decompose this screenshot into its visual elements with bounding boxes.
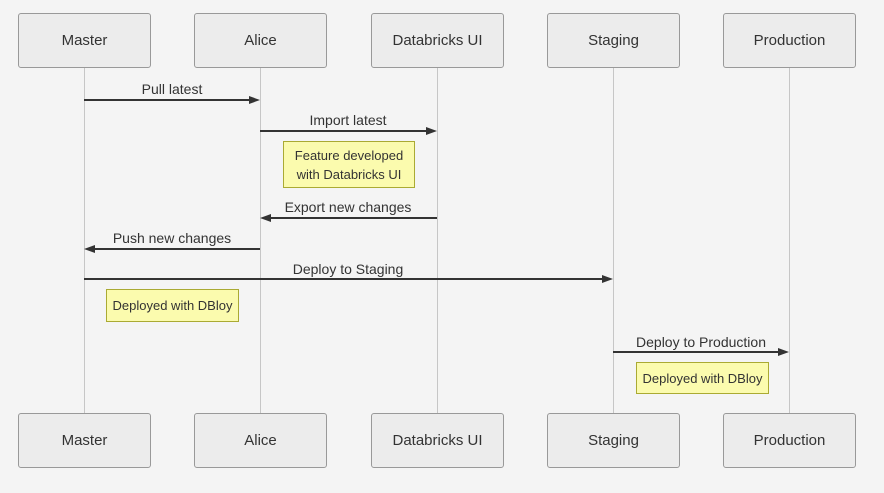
- message-deploy-to-production-label: Deploy to Production: [636, 334, 766, 350]
- arrowhead-right-icon: [426, 127, 437, 135]
- lifeline-master: [84, 68, 85, 413]
- note-deployed-staging: Deployed with DBloy: [106, 289, 239, 322]
- actor-production-top: Production: [723, 13, 856, 68]
- message-export-new-changes-label: Export new changes: [284, 199, 412, 215]
- message-import-latest-line: [260, 130, 427, 132]
- actor-alice-top: Alice: [194, 13, 327, 68]
- message-pull-latest-label: Pull latest: [141, 81, 203, 97]
- message-deploy-to-staging-line: [84, 278, 603, 280]
- message-deploy-to-production-line: [613, 351, 779, 353]
- arrowhead-right-icon: [778, 348, 789, 356]
- message-import-latest-label: Import latest: [309, 112, 387, 128]
- actor-alice-bottom: Alice: [194, 413, 327, 468]
- note-feature-developed: Feature developed with Databricks UI: [283, 141, 415, 188]
- actor-databricks-ui-bottom: Databricks UI: [371, 413, 504, 468]
- lifeline-production: [789, 68, 790, 413]
- note-deployed-production: Deployed with DBloy: [636, 362, 769, 394]
- arrowhead-right-icon: [602, 275, 613, 283]
- message-pull-latest-line: [84, 99, 250, 101]
- actor-staging-bottom: Staging: [547, 413, 680, 468]
- actor-databricks-ui-top: Databricks UI: [371, 13, 504, 68]
- actor-production-bottom: Production: [723, 413, 856, 468]
- lifeline-alice: [260, 68, 261, 413]
- actor-staging-top: Staging: [547, 13, 680, 68]
- arrowhead-right-icon: [249, 96, 260, 104]
- arrowhead-left-icon: [260, 214, 271, 222]
- message-deploy-to-staging-label: Deploy to Staging: [292, 261, 404, 277]
- lifeline-databricks-ui: [437, 68, 438, 413]
- arrowhead-left-icon: [84, 245, 95, 253]
- message-export-new-changes-line: [270, 217, 437, 219]
- actor-master-bottom: Master: [18, 413, 151, 468]
- lifeline-staging: [613, 68, 614, 413]
- actor-master-top: Master: [18, 13, 151, 68]
- message-push-new-changes-label: Push new changes: [112, 230, 232, 246]
- message-push-new-changes-line: [94, 248, 260, 250]
